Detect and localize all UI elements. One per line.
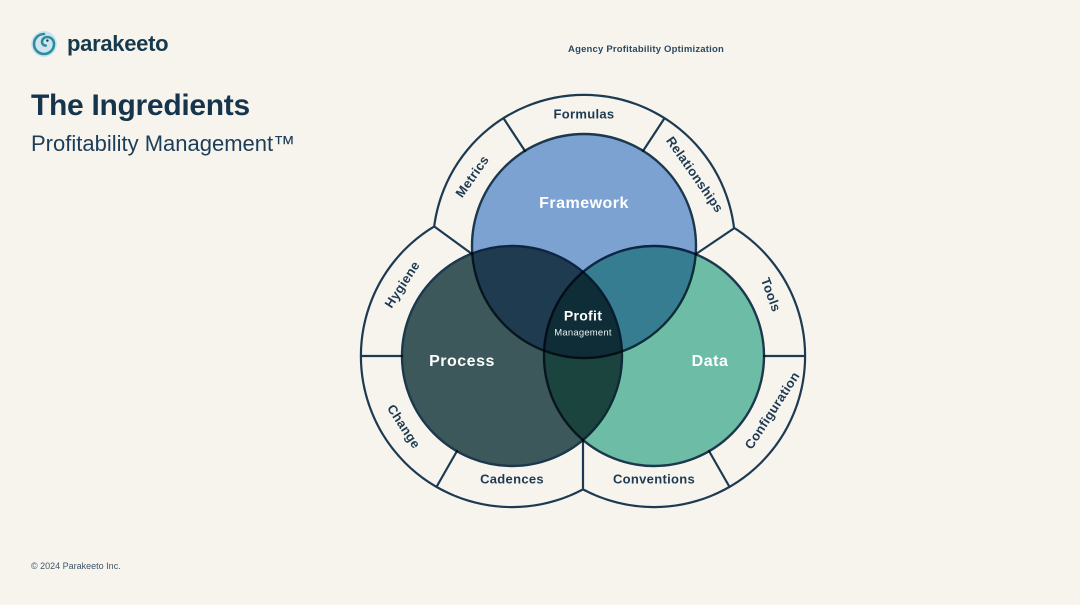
ring-label-formulas: Formulas [554, 106, 615, 121]
divider-configuration-conventions [707, 449, 731, 488]
brand-wordmark: parakeeto [67, 31, 169, 56]
circle-labels: Framework Process Data Profit Management [429, 195, 728, 370]
process-circle [400, 244, 624, 468]
divider-change-cadences [435, 449, 459, 488]
framework-label: Framework [539, 195, 629, 212]
parakeeto-logo-icon [31, 31, 57, 57]
page-title: The Ingredients [31, 89, 250, 122]
venn-circles [400, 132, 766, 468]
venn-diagram: Metrics Formulas Relationships Tools Con… [359, 93, 807, 509]
title-block: The Ingredients Profitability Management… [31, 91, 295, 156]
divider-relationships-tools [694, 227, 735, 256]
divider-hygiene-metrics [433, 225, 474, 256]
ring-label-conventions: Conventions [613, 471, 695, 486]
ring-dividers [360, 117, 806, 490]
ring-label-cadences: Cadences [480, 471, 544, 486]
page-subtitle: Profitability Management™ [31, 131, 296, 156]
divider-formulas-relationships [641, 117, 666, 153]
copyright-text: © 2024 Parakeeto Inc. [31, 561, 121, 571]
process-label: Process [429, 353, 495, 370]
center-label-management: Management [554, 328, 612, 339]
center-label-profit: Profit [564, 308, 602, 324]
header-tagline: Agency Profitability Optimization [568, 44, 724, 55]
data-label: Data [692, 353, 729, 370]
divider-metrics-formulas [502, 117, 527, 153]
brand-logo: parakeeto [30, 30, 169, 58]
